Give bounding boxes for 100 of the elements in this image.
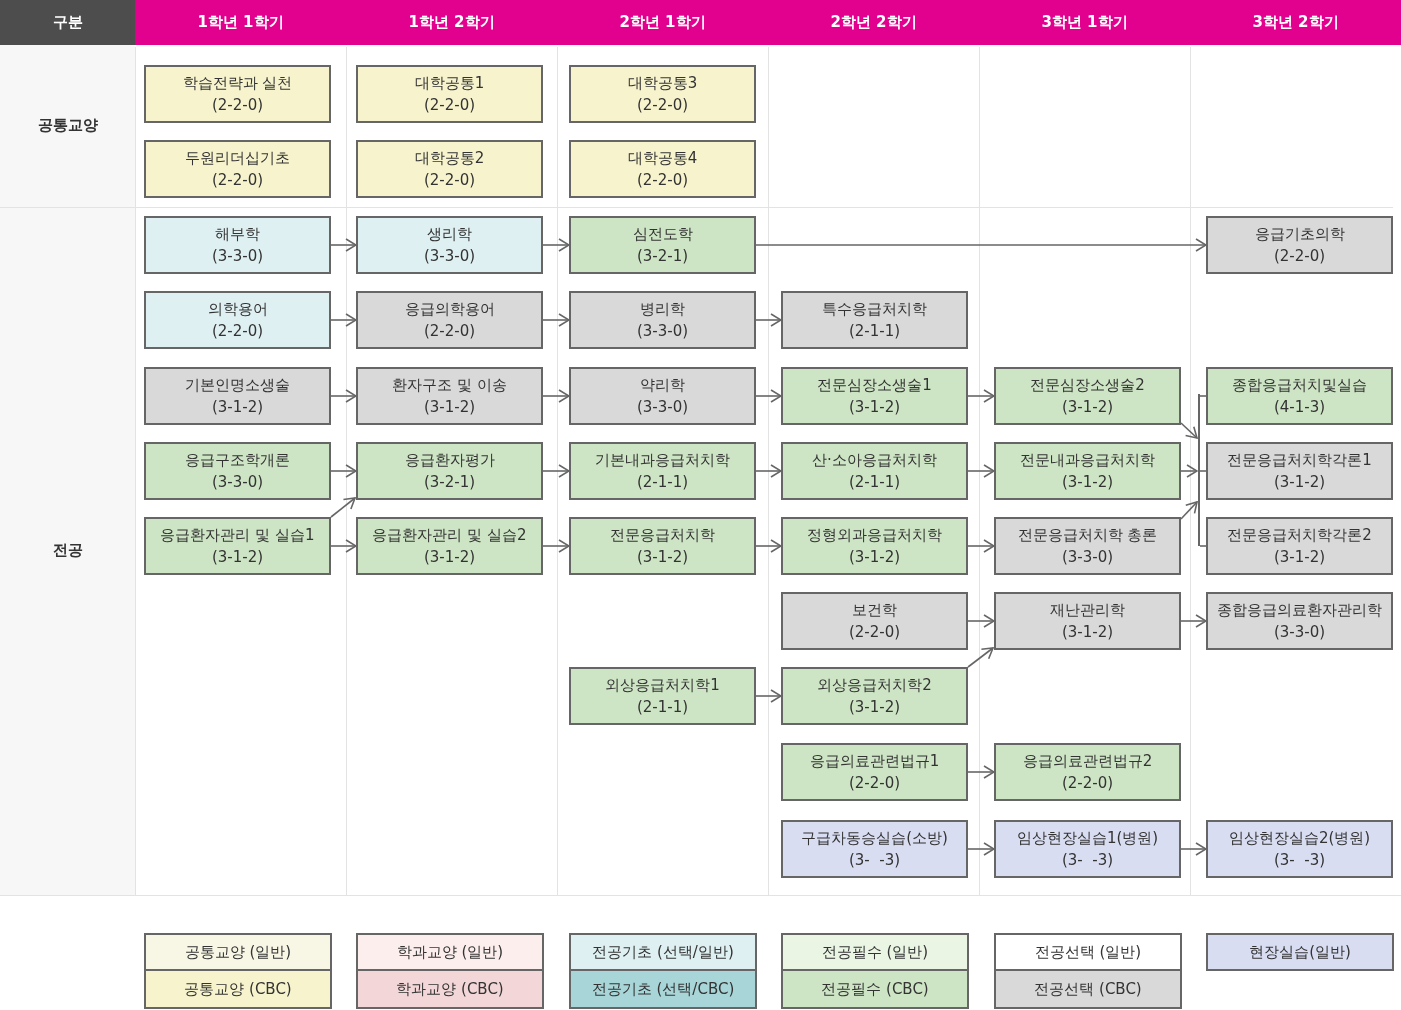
course-name: 대학공통1: [414, 73, 485, 94]
course-credits: (3- -3): [848, 850, 901, 871]
course-credits: (3-3-0): [1061, 547, 1114, 568]
course-credits: (3-3-0): [211, 472, 264, 493]
arrow: [542, 313, 570, 327]
course-credits: (2-2-0): [1061, 773, 1114, 794]
course-box: [356, 442, 543, 500]
course-credits: (3-1-2): [1061, 472, 1114, 493]
course-box: [781, 517, 968, 575]
arrow: [542, 539, 570, 553]
course-name: 응급환자관리 및 실습2: [372, 525, 527, 546]
course-name: 임상현장실습1(병원): [1016, 828, 1159, 849]
course-name: 생리학: [427, 224, 472, 245]
course-credits: (3-1-2): [848, 547, 901, 568]
course-credits: (2-2-0): [423, 95, 476, 116]
course-name: 외상응급처치학2: [817, 675, 932, 696]
course-name: 응급의학용어: [404, 299, 495, 320]
course-box: [569, 367, 756, 425]
course-box: [356, 65, 543, 123]
arrow: [330, 539, 357, 553]
course-name: 응급환자평가: [404, 450, 495, 471]
course-credits: (4-1-3): [1273, 397, 1326, 418]
course-box: [1206, 592, 1393, 650]
course-box: [356, 216, 543, 274]
arrow: [330, 313, 357, 327]
course-credits: (3-1-2): [211, 547, 264, 568]
arrow: [967, 464, 995, 478]
course-name: 의학용어: [207, 299, 268, 320]
course-credits: (2-2-0): [1273, 246, 1326, 267]
course-box: [994, 517, 1181, 575]
arrow: [1180, 614, 1207, 628]
course-box: [781, 367, 968, 425]
header-cell: 2학년 2학기: [768, 0, 979, 45]
course-box: [569, 140, 756, 198]
course-credits: (3-3-0): [1273, 622, 1326, 643]
course-credits: (2-2-0): [423, 170, 476, 191]
course-name: 기본내과응급처치학: [595, 450, 730, 471]
course-credits: (3- -3): [1061, 850, 1114, 871]
course-name: 재난관리학: [1050, 600, 1125, 621]
legend-swatch: 공통교양 (일반): [144, 933, 332, 971]
course-name: 임상현장실습2(병원): [1228, 828, 1371, 849]
header-cell: 3학년 1학기: [979, 0, 1190, 45]
course-box: [994, 820, 1181, 878]
course-box: [356, 140, 543, 198]
course-credits: (3-1-2): [848, 697, 901, 718]
course-name: 정형외과응급처치학: [807, 525, 942, 546]
course-credits: (2-2-0): [211, 321, 264, 342]
course-name: 기본인명소생술: [185, 375, 290, 396]
arrow: [542, 238, 570, 252]
course-box: [356, 517, 543, 575]
course-name: 구급차동승실습(소방): [801, 828, 948, 849]
course-box: [994, 442, 1181, 500]
course-name: 전문응급처치학각론2: [1227, 525, 1372, 546]
row-header: 공통교양: [36, 116, 99, 135]
course-credits: (3-1-2): [848, 397, 901, 418]
course-credits: (3-1-2): [423, 397, 476, 418]
course-credits: (2-2-0): [848, 773, 901, 794]
course-box: [1206, 442, 1393, 500]
course-box: [569, 442, 756, 500]
arrow: [967, 389, 995, 403]
course-credits: (2-2-0): [636, 95, 689, 116]
course-box: [144, 367, 331, 425]
course-box: [1206, 517, 1393, 575]
course-credits: (2-1-1): [848, 321, 901, 342]
course-name: 병리학: [640, 299, 685, 320]
arrow: [755, 313, 782, 327]
course-name: 응급환자관리 및 실습1: [160, 525, 315, 546]
arrow: [1180, 501, 1198, 520]
course-name: 응급의료관련법규1: [809, 751, 940, 772]
course-name: 종합응급처치및실습: [1232, 375, 1367, 396]
arrow: [755, 389, 782, 403]
legend-swatch: 현장실습(일반): [1206, 933, 1394, 971]
course-name: 해부학: [215, 224, 260, 245]
arrow: [1180, 422, 1198, 439]
course-credits: (3-3-0): [211, 246, 264, 267]
course-name: 대학공통2: [414, 148, 485, 169]
arrow: [967, 539, 995, 553]
course-credits: (2-1-1): [848, 472, 901, 493]
course-box: [569, 667, 756, 725]
course-credits: (3-1-2): [423, 547, 476, 568]
course-box: [781, 442, 968, 500]
arrow: [542, 389, 570, 403]
arrow: [330, 238, 357, 252]
row-header: 전공: [51, 541, 84, 560]
course-name: 대학공통4: [627, 148, 698, 169]
course-credits: (3-3-0): [636, 321, 689, 342]
legend-swatch: 공통교양 (CBC): [144, 969, 332, 1009]
course-credits: (3-3-0): [423, 246, 476, 267]
course-box: [356, 291, 543, 349]
course-credits: (2-1-1): [636, 697, 689, 718]
course-box: [1206, 367, 1393, 425]
legend-swatch: 전공필수 (일반): [781, 933, 969, 971]
arrow: [330, 497, 356, 518]
course-box: [781, 592, 968, 650]
course-box: [144, 140, 331, 198]
course-box: [994, 367, 1181, 425]
arrow: [967, 842, 995, 856]
course-name: 보건학: [852, 600, 897, 621]
course-credits: (2-2-0): [211, 95, 264, 116]
course-credits: (2-2-0): [211, 170, 264, 191]
